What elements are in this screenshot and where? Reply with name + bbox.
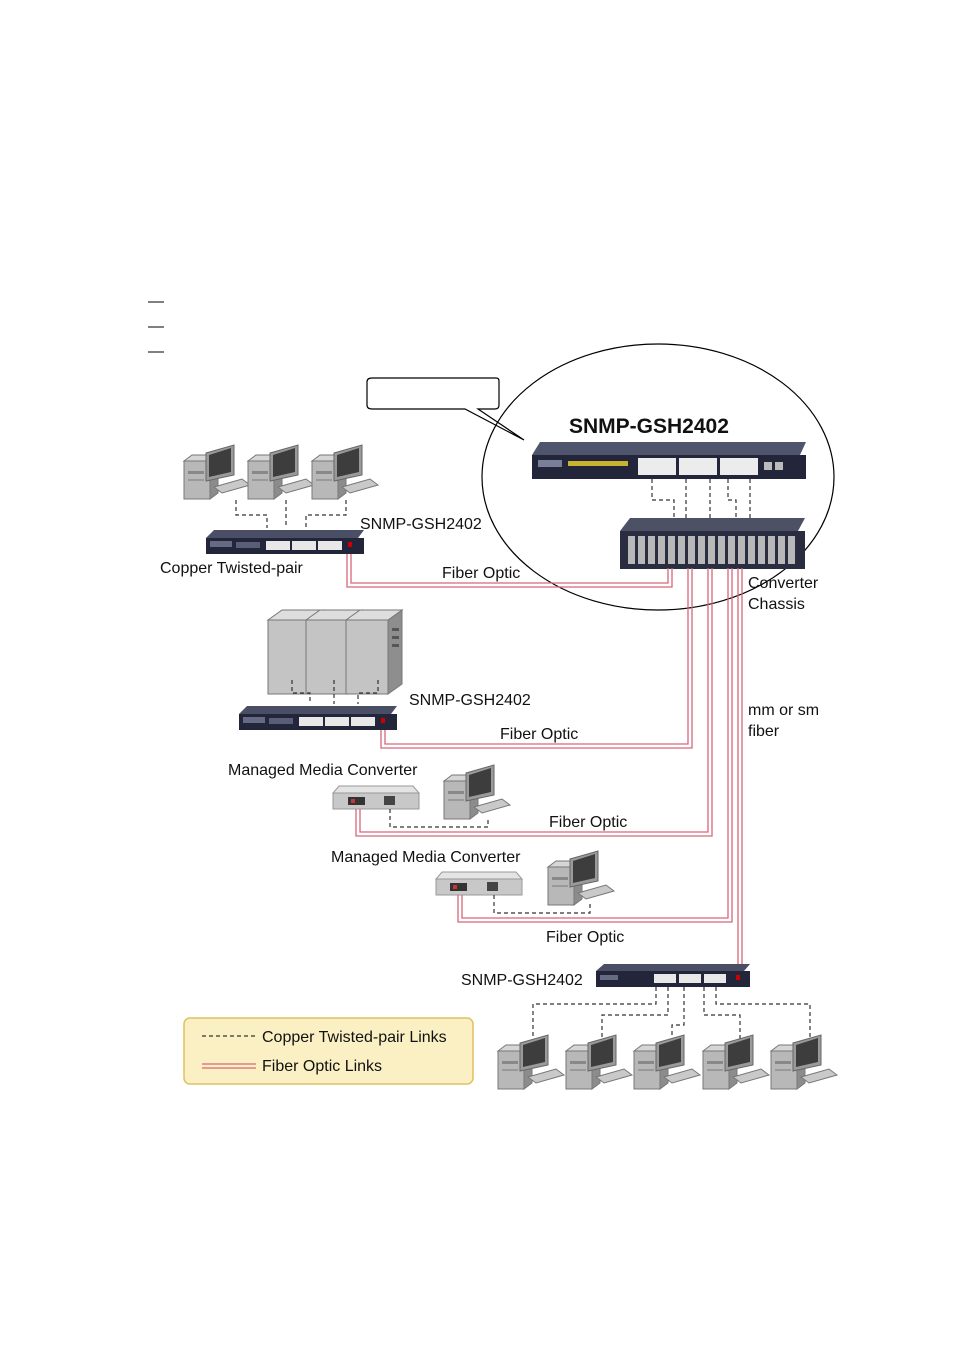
pc-icon [247, 444, 315, 500]
pc-icon [633, 1034, 701, 1090]
callout-title: SNMP-GSH2402 [569, 415, 729, 438]
bottom-switch [596, 964, 750, 987]
server-switch [239, 706, 397, 730]
pc-icon [311, 444, 379, 500]
copper-link [601, 987, 669, 1040]
media-converter-2 [434, 871, 524, 896]
fiber-link [350, 554, 669, 584]
legend-copper-label: Copper Twisted-pair Links [262, 1029, 447, 1046]
converter-chassis-label: Converter [748, 575, 819, 592]
copper-link [727, 479, 737, 518]
copper-link [651, 479, 675, 518]
copper-link [493, 895, 591, 914]
copper-link [291, 680, 311, 704]
copper-link [703, 987, 741, 1040]
core-switch [532, 442, 806, 479]
fiber-link [380, 568, 693, 749]
pc-icon [770, 1034, 838, 1090]
server-icon [345, 609, 403, 695]
server-switch-label: SNMP-GSH2402 [409, 692, 531, 709]
copper-link [532, 987, 657, 1040]
mm-sm-fiber-label-2: fiber [748, 723, 780, 740]
pc-icon [497, 1034, 565, 1090]
fiber-optic-label-1: Fiber Optic [442, 565, 520, 582]
pc-icon [443, 764, 511, 820]
fiber-link [384, 568, 689, 745]
fiber-link [359, 568, 709, 833]
copper-link [715, 987, 811, 1040]
fiber-link [346, 554, 673, 588]
copper-link [305, 500, 347, 528]
media-converter-1 [331, 785, 421, 810]
zoom-ellipse [481, 343, 835, 611]
copper-link [235, 500, 268, 528]
bottom-switch-label: SNMP-GSH2402 [461, 972, 583, 989]
copper-link [357, 680, 379, 704]
top-left-switch [206, 530, 364, 554]
media-converter-label-1: Managed Media Converter [228, 762, 418, 779]
fiber-optic-label-4: Fiber Optic [546, 929, 624, 946]
pc-icon [547, 850, 615, 906]
mm-sm-fiber-label: mm or sm [748, 702, 819, 719]
legend-fiber-label: Fiber Optic Links [262, 1058, 382, 1075]
copper-twisted-pair-label: Copper Twisted-pair [160, 560, 304, 577]
legend: Copper Twisted-pair Links Fiber Optic Li… [183, 1017, 474, 1085]
media-converter-label-2: Managed Media Converter [331, 849, 521, 866]
converter-chassis-label-2: Chassis [748, 596, 805, 613]
copper-link [389, 809, 489, 828]
fiber-link [355, 568, 713, 837]
fiber-link [461, 568, 729, 919]
fiber-optic-label-2: Fiber Optic [500, 726, 578, 743]
top-left-switch-label: SNMP-GSH2402 [360, 516, 482, 533]
pc-icon [183, 444, 251, 500]
fiber-optic-label-3: Fiber Optic [549, 814, 627, 831]
pc-icon [702, 1034, 770, 1090]
copper-link [671, 987, 685, 1040]
fiber-link [457, 568, 733, 923]
pc-icon [565, 1034, 633, 1090]
converter-chassis [620, 518, 805, 569]
callout-bubble [366, 377, 525, 441]
